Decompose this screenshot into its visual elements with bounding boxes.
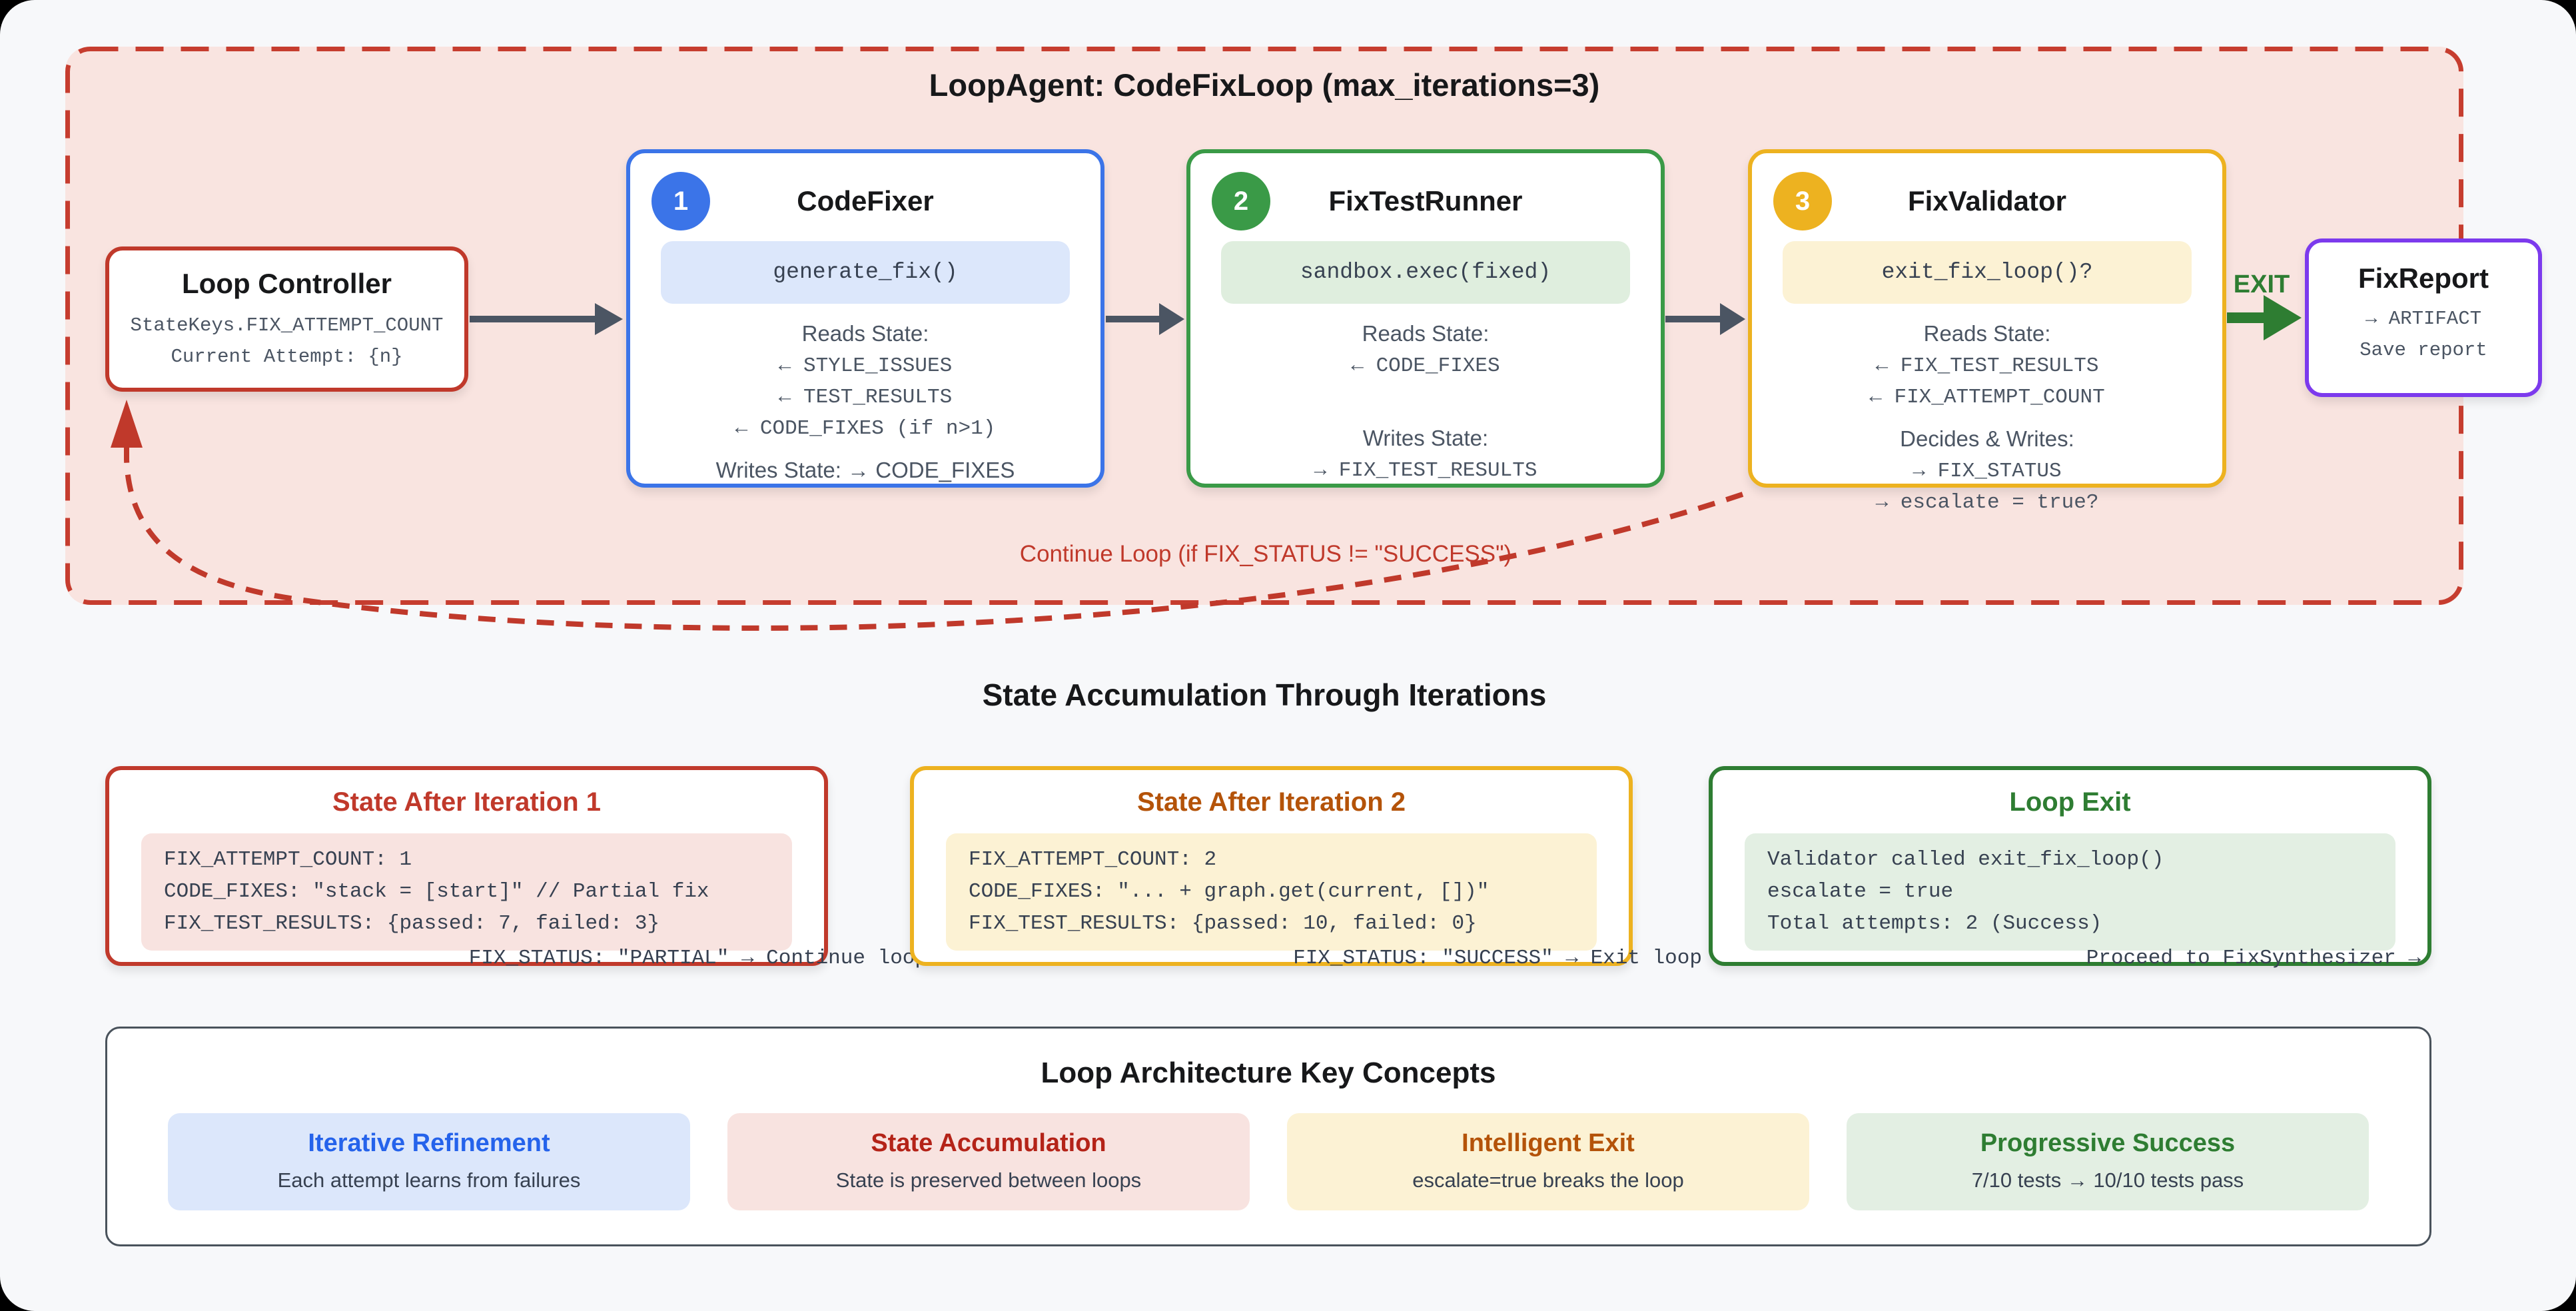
state-box-title: State After Iteration 2 — [1136, 787, 1406, 817]
concept-title: Iterative Refinement — [308, 1129, 550, 1157]
reads-item: ← CODE_FIXES — [1351, 354, 1500, 378]
reads-item: ← STYLE_ISSUES — [778, 354, 953, 378]
concept-title: State Accumulation — [871, 1129, 1106, 1157]
writes-item-overflow: → escalate = true? — [1875, 491, 2099, 514]
concept-title: Progressive Success — [1980, 1129, 2236, 1157]
key-concepts-heading: Loop Architecture Key Concepts — [1041, 1057, 1496, 1089]
concept-title: Intelligent Exit — [1462, 1129, 1635, 1157]
concept-card-iterative-refinement: Iterative Refinement Each attempt learns… — [168, 1113, 690, 1210]
step-badge-3: 3 — [1773, 172, 1832, 230]
concept-card-progressive-success: Progressive Success 7/10 tests → 10/10 t… — [1847, 1113, 2369, 1210]
loop-controller-attempt: Current Attempt: {n} — [171, 346, 403, 368]
reads-state-label: Reads State: — [1362, 321, 1490, 346]
concept-desc: Each attempt learns from failures — [277, 1168, 581, 1192]
fix-report-artifact: → ARTIFACT — [2365, 308, 2482, 330]
writes-item: → FIX_STATUS — [1913, 460, 2062, 483]
decides-writes-label: Decides & Writes: — [1900, 426, 2074, 451]
state-outcome: FIX_STATUS: "SUCCESS" → Exit loop — [1293, 947, 1702, 970]
step-badge-1: 1 — [651, 172, 710, 230]
concept-card-state-accumulation: State Accumulation State is preserved be… — [727, 1113, 1250, 1210]
concept-desc: State is preserved between loops — [835, 1168, 1142, 1192]
state-section-heading: State Accumulation Through Iterations — [982, 677, 1547, 712]
reads-state-label: Reads State: — [801, 321, 929, 346]
fix-report-box: FixReport → ARTIFACT Save report — [2305, 238, 2542, 397]
key-concepts-cards: Iterative Refinement Each attempt learns… — [107, 1113, 2429, 1210]
state-box-iteration-2: State After Iteration 2 FIX_ATTEMPT_COUN… — [910, 766, 1702, 970]
loop-controller-title: Loop Controller — [182, 268, 392, 299]
key-concepts-panel: Loop Architecture Key Concepts Iterative… — [105, 1027, 2431, 1246]
loop-controller-statekey: StateKeys.FIX_ATTEMPT_COUNT — [130, 314, 444, 336]
agent-box-fixvalidator: 3 FixValidator exit_fix_loop()? Reads St… — [1748, 149, 2226, 514]
writes-item: → FIX_TEST_RESULTS — [1314, 459, 1537, 482]
state-outcome: Proceed to FixSynthesizer → — [2086, 947, 2421, 970]
state-box-title: State After Iteration 1 — [332, 787, 602, 817]
reads-state-label: Reads State: — [1923, 321, 2051, 346]
concept-card-intelligent-exit: Intelligent Exit escalate=true breaks th… — [1287, 1113, 1809, 1210]
reads-item: ← FIX_TEST_RESULTS — [1875, 354, 2099, 378]
agent-method-chip: exit_fix_loop()? — [1783, 241, 2192, 304]
agent-method-chip: sandbox.exec(fixed) — [1221, 241, 1630, 304]
fix-report-title: FixReport — [2358, 262, 2489, 294]
concept-desc: 7/10 tests → 10/10 tests pass — [1971, 1168, 2244, 1192]
state-outcome: FIX_STATUS: "PARTIAL" → Continue loop — [468, 947, 927, 970]
spacer — [1190, 378, 1661, 408]
loop-controller-box: Loop Controller StateKeys.FIX_ATTEMPT_CO… — [105, 246, 468, 392]
state-code-block: Validator called exit_fix_loop() escalat… — [1745, 833, 2395, 951]
exit-label: EXIT — [2233, 270, 2290, 298]
concept-desc: escalate=true breaks the loop — [1412, 1168, 1684, 1192]
reads-item: ← CODE_FIXES (if n>1) — [735, 417, 996, 440]
agent-box-fixtestrunner: 2 FixTestRunner sandbox.exec(fixed) Read… — [1186, 149, 1665, 488]
loop-agent-title: LoopAgent: CodeFixLoop (max_iterations=3… — [929, 67, 1600, 103]
fix-report-save: Save report — [2360, 339, 2487, 361]
writes-state-inline: Writes State: → CODE_FIXES — [715, 458, 1015, 482]
state-box-iteration-1: State After Iteration 1 FIX_ATTEMPT_COUN… — [105, 766, 927, 970]
reads-item: ← FIX_ATTEMPT_COUNT — [1869, 386, 2105, 409]
writes-state-label: Writes State: — [1362, 426, 1489, 450]
agent-box-codefixer: 1 CodeFixer generate_fix() Reads State: … — [626, 149, 1104, 488]
reads-item: ← TEST_RESULTS — [778, 386, 953, 409]
state-code-block: FIX_ATTEMPT_COUNT: 1 CODE_FIXES: "stack … — [141, 833, 792, 951]
state-box-title: Loop Exit — [2009, 787, 2131, 817]
step-badge-2: 2 — [1212, 172, 1270, 230]
state-box-loop-exit: Loop Exit Validator called exit_fix_loop… — [1709, 766, 2431, 970]
continue-loop-label: Continue Loop (if FIX_STATUS != "SUCCESS… — [1019, 541, 1512, 567]
state-code-block: FIX_ATTEMPT_COUNT: 2 CODE_FIXES: "... + … — [946, 833, 1597, 951]
agent-method-chip: generate_fix() — [661, 241, 1070, 304]
